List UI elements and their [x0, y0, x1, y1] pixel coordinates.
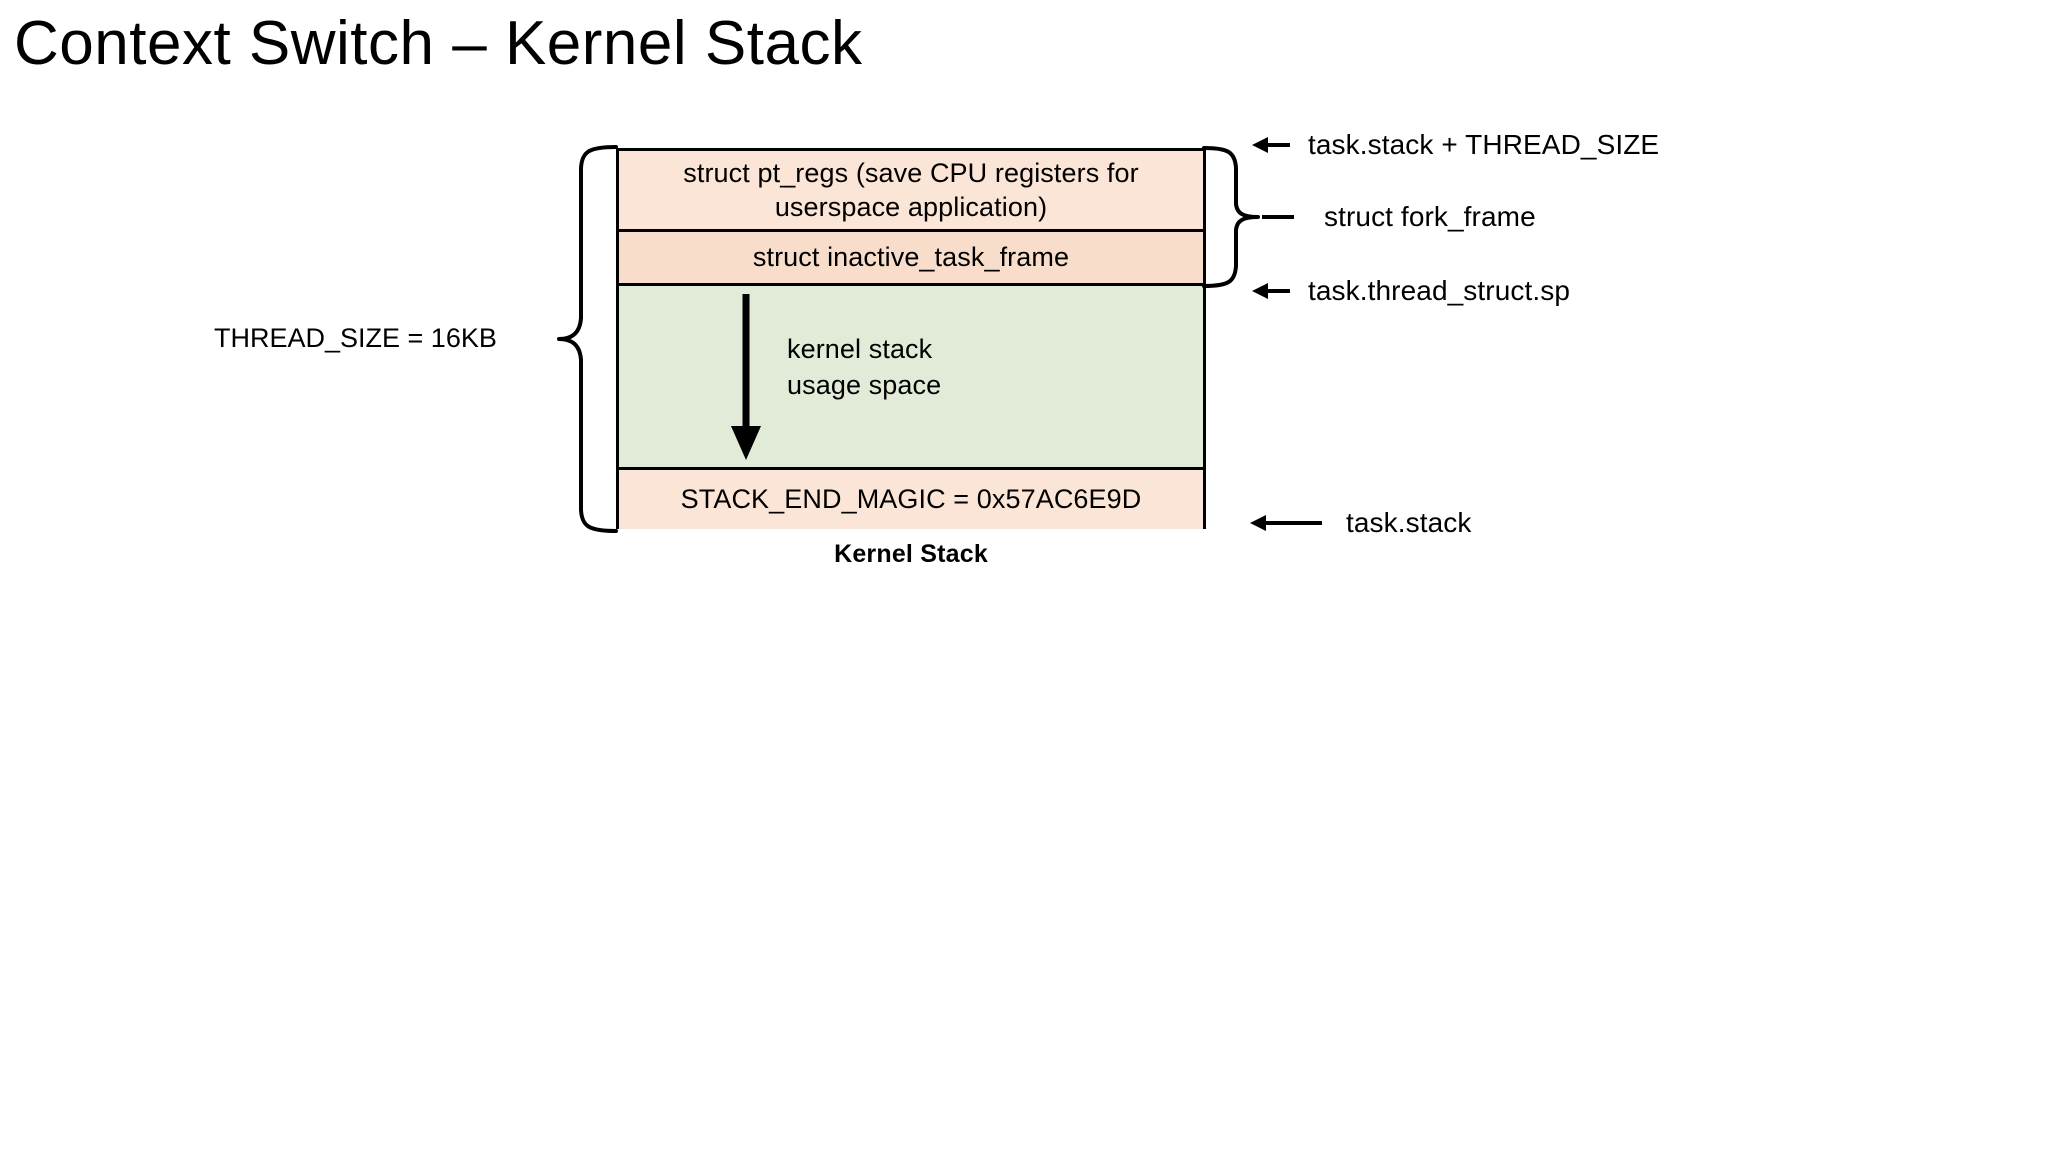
stack-box-usage-space: kernel stack usage space	[619, 286, 1203, 470]
arrow-left-icon	[1250, 515, 1322, 531]
callout-task-stack-plus-thread-size-label: task.stack + THREAD_SIZE	[1308, 129, 1660, 160]
callout-task-thread-struct-sp-label: task.thread_struct.sp	[1308, 275, 1571, 306]
fork-frame-brace-icon	[1202, 142, 1264, 292]
stack-box-inactive-task-frame-label: struct inactive_task_frame	[752, 242, 1070, 273]
leader-line-icon	[1262, 215, 1294, 219]
callout-task-stack-label: task.stack	[1346, 507, 1472, 538]
page-title: Context Switch – Kernel Stack	[14, 9, 863, 78]
kernel-stack-column: struct pt_regs (save CPU registers for u…	[616, 148, 1206, 529]
callout-struct-fork-frame: struct fork_frame	[1262, 201, 1536, 233]
callout-task-stack: task.stack	[1250, 507, 1471, 539]
stack-box-stack-end-magic-label: STACK_END_MAGIC = 0x57AC6E9D	[680, 484, 1142, 515]
stack-box-stack-end-magic: STACK_END_MAGIC = 0x57AC6E9D	[619, 470, 1203, 529]
arrow-left-icon	[1252, 283, 1290, 299]
arrow-left-icon	[1252, 137, 1290, 153]
callout-struct-fork-frame-label: struct fork_frame	[1324, 201, 1536, 232]
diagram-caption: Kernel Stack	[834, 540, 988, 568]
thread-size-brace-icon	[556, 142, 620, 536]
stack-box-pt-regs-label: struct pt_regs (save CPU registers for u…	[683, 157, 1139, 222]
thread-size-label: THREAD_SIZE = 16KB	[214, 323, 497, 353]
stack-box-inactive-task-frame: struct inactive_task_frame	[619, 232, 1203, 286]
stack-box-usage-space-label: kernel stack usage space	[787, 334, 942, 400]
callout-task-thread-struct-sp: task.thread_struct.sp	[1252, 275, 1570, 307]
callout-task-stack-plus-thread-size: task.stack + THREAD_SIZE	[1252, 129, 1659, 161]
kernel-stack-diagram: THREAD_SIZE = 16KB struct pt_regs (save …	[214, 129, 1659, 568]
stack-box-pt-regs: struct pt_regs (save CPU registers for u…	[619, 151, 1203, 232]
stack-growth-down-arrow-icon	[729, 294, 763, 462]
